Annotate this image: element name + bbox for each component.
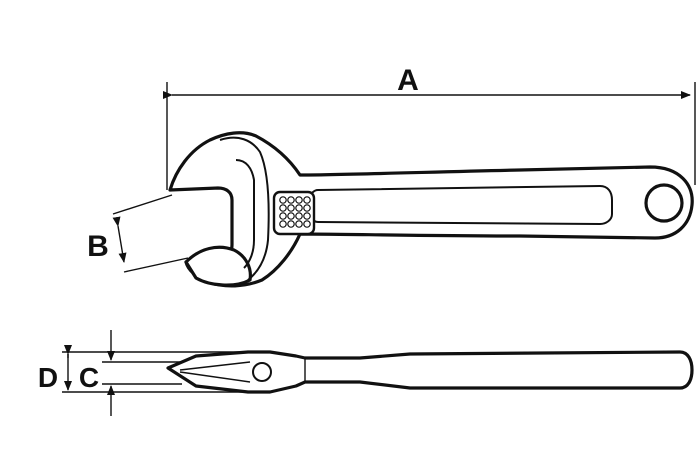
dimension-d: D [38,345,250,393]
movable-jaw [184,245,252,287]
wrench-side-view [166,350,694,394]
side-view-bevel-line-2 [179,371,251,383]
side-view-outline [166,350,694,394]
side-view-bevel-line-1 [179,361,251,371]
dimension-b-line [112,216,127,263]
dimension-b: B [87,194,189,273]
worm-screw [272,190,316,236]
wrench-top-view [168,131,694,288]
hang-hole [644,183,684,223]
dimension-c-label: C [79,362,99,393]
side-view-pin [252,362,272,382]
dimension-c: C [79,330,182,416]
jaw-inner-channel-2 [235,159,255,269]
dimension-d-label: D [38,362,58,393]
dimension-a: A [163,64,696,190]
dimension-b-label: B [87,230,109,263]
dimension-a-label: A [397,64,419,97]
dimension-b-upper-extension [112,194,173,215]
dimension-b-lower-extension [123,257,189,273]
jaw-inner-channel [219,136,270,281]
